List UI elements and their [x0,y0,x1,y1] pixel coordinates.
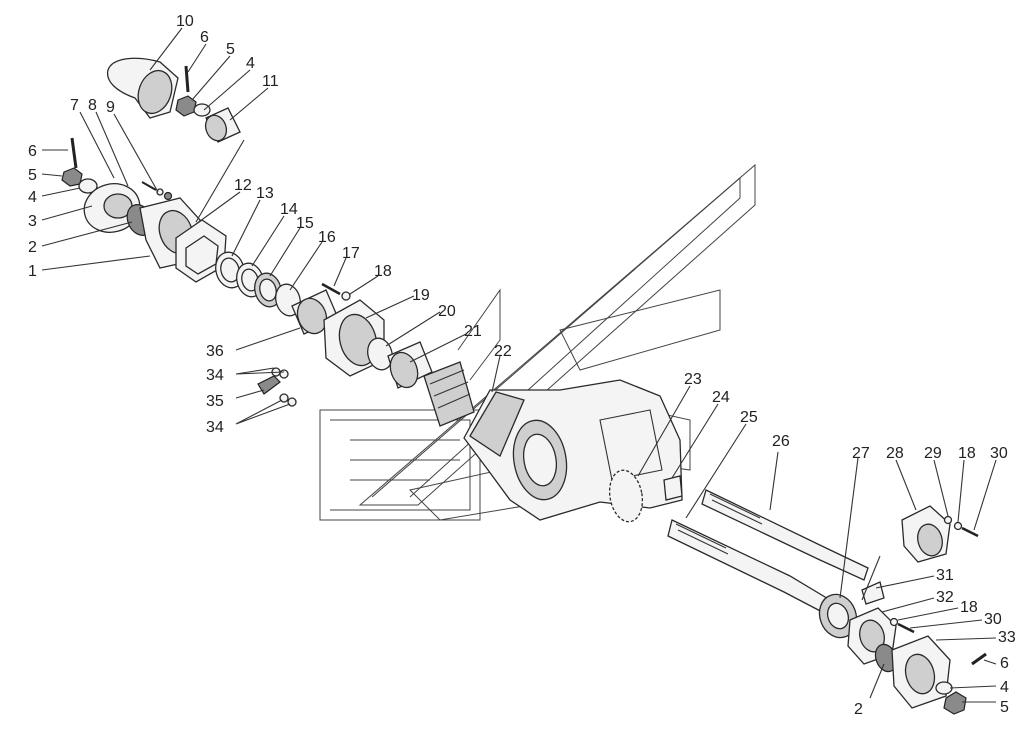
gasket-12 [175,219,227,283]
callout-label: 24 [712,389,730,406]
sleeve-11 [204,107,241,143]
pin-6-top [184,65,190,93]
bracket-24 [663,475,683,501]
callout-label: 11 [262,73,279,90]
washer-29 [943,515,953,525]
callout-label: 7 [70,97,79,114]
callout-label: 13 [256,185,274,202]
callout-label: 18 [960,599,978,616]
shaft-25 [667,519,831,615]
washer-4-top [193,103,211,117]
washer-4-left [78,178,98,194]
callout-label: 6 [200,29,209,46]
bolt-17 [321,282,341,296]
callout-label: 34 [206,367,224,384]
callout-label: 2 [28,239,37,256]
bolts-7-8-9 [141,181,173,201]
callout-label: 27 [852,445,870,462]
callout-label: 30 [984,611,1002,628]
washer-4-right [935,681,953,695]
callout-label: 34 [206,419,224,436]
callout-label: 10 [176,13,194,30]
pin-6-left [70,137,78,169]
callout-label: 15 [296,215,314,232]
cover-10 [106,57,179,119]
callout-label: 1 [28,263,37,280]
callout-label: 20 [438,303,456,320]
callout-label: 12 [234,177,252,194]
shaft-26 [701,489,869,581]
bearing-21 [387,341,433,389]
washer-18-upper [341,291,351,301]
washer-18-lower [889,617,899,627]
callout-label: 32 [936,589,954,606]
callout-label: 9 [106,99,115,116]
callout-label: 18 [374,263,392,280]
callout-label: 33 [998,629,1016,646]
callout-label: 4 [28,189,37,206]
flange-33 [891,635,951,709]
callout-label: 14 [280,201,298,218]
bearing-27 [818,593,858,639]
flange-3 [83,183,141,233]
gasket-23 [608,469,644,523]
callout-label: 21 [464,323,482,340]
callout-label: 25 [740,409,758,426]
ring-15 [254,272,282,308]
pinion-gear [423,361,475,427]
callout-label: 3 [28,213,37,230]
callout-label: 22 [494,343,512,360]
callout-label: 4 [1000,679,1009,696]
pin-6-right [971,652,987,666]
callout-label: 35 [206,393,224,410]
breather-35 [257,367,297,407]
axle-housing-22 [463,379,683,521]
callout-label: 17 [342,245,360,262]
callout-label: 2 [854,701,863,718]
callout-label: 19 [412,287,430,304]
callout-label: 4 [246,55,255,72]
callout-label: 16 [318,229,336,246]
callout-label: 29 [924,445,942,462]
callout-label: 36 [206,343,224,360]
callout-labels: 10 6 5 4 11 7 8 9 6 5 4 3 2 1 12 13 14 1… [28,13,1016,718]
nut-5-right [943,691,967,715]
callout-label: 5 [1000,699,1009,716]
washer-18-right [953,521,963,531]
callout-label: 30 [990,445,1008,462]
callout-label: 23 [684,371,702,388]
watermark-logo [319,163,756,521]
bolt-30-lower [897,622,915,634]
callout-label: 28 [886,445,904,462]
callout-label: 6 [28,143,37,160]
leader-lines [41,27,997,703]
callout-label: 26 [772,433,790,450]
callout-label: 8 [88,97,97,114]
callout-label: 6 [1000,655,1009,672]
callout-label: 18 [958,445,976,462]
callout-label: 31 [936,567,954,584]
cover-28 [901,505,951,563]
callout-label: 5 [28,167,37,184]
bolt-30-upper [961,526,979,538]
callout-label: 5 [226,41,235,58]
